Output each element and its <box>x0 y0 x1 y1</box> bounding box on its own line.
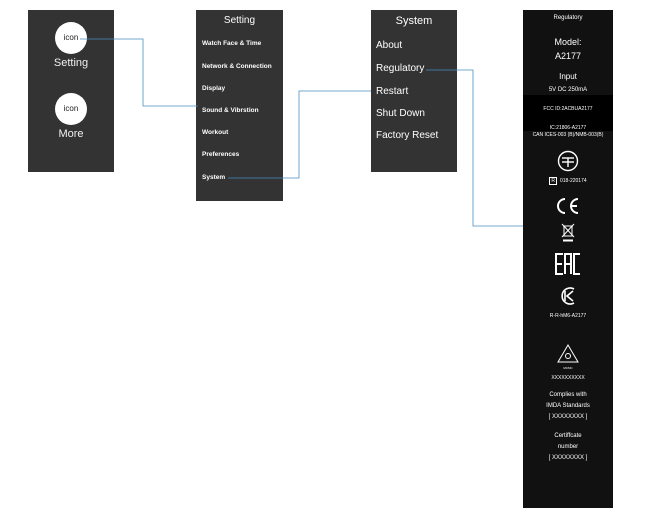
cert-line-3: [ XXXXXXXX ] <box>548 455 588 461</box>
menu-item-display[interactable]: Display <box>202 85 226 92</box>
r-number: 018-220174 <box>559 178 587 184</box>
telec-mark-icon <box>523 150 613 172</box>
imda-line-3: [ XXXXXXXX ] <box>548 414 588 420</box>
menu-item-sound[interactable]: Sound & Vibrstion <box>202 107 259 114</box>
fcc-ic-band <box>523 95 613 131</box>
system-menu-title: System <box>395 15 433 27</box>
menu-item-factory-reset[interactable]: Factory Reset <box>376 130 439 141</box>
app-setting[interactable]: icon Setting <box>28 22 114 69</box>
menu-item-about[interactable]: About <box>376 40 403 51</box>
regulatory-title: Regulatory <box>553 15 583 21</box>
system-menu-panel: System About Regulatory Restart Shut Dow… <box>371 10 457 172</box>
setting-app-label: Setting <box>53 57 89 69</box>
ic-line-2: CAN ICES-003 (B)/NMB-003(B) <box>532 132 604 138</box>
ce-mark-icon <box>523 197 613 215</box>
input-label: Input <box>559 72 577 81</box>
xxx-line: XXXXXXXXXX <box>551 375 585 381</box>
kc-id: R-R-hM6-A2177 <box>549 313 587 319</box>
ic-line-1: IC:21806-A2177 <box>549 125 587 131</box>
setting-app-icon[interactable]: icon <box>55 22 87 54</box>
menu-item-shut-down[interactable]: Shut Down <box>376 108 425 119</box>
connector-setting-to-menu <box>80 38 198 107</box>
input-value: 5V DC 250mA <box>548 87 588 93</box>
more-app-icon[interactable]: icon <box>55 93 87 125</box>
r-mark-icon: R <box>549 177 557 185</box>
model-value: A2177 <box>554 51 582 61</box>
kc-mark-icon <box>523 286 613 306</box>
setting-menu-panel: Setting Watch Face & Time Network & Conn… <box>196 10 283 201</box>
menu-item-network[interactable]: Network & Connection <box>202 63 272 70</box>
mcmc-logo-icon <box>523 344 613 366</box>
app-more[interactable]: icon More <box>28 93 114 140</box>
cert-line-2: number <box>557 444 579 450</box>
weee-bin-icon <box>523 223 613 243</box>
launcher-panel: icon Setting icon More <box>28 10 114 172</box>
setting-menu-title: Setting <box>223 15 256 26</box>
model-label: Model: <box>554 37 582 47</box>
mcmc-label: MCMC <box>563 366 573 370</box>
imda-line-2: IMDA Standards <box>546 403 590 409</box>
menu-item-preferences[interactable]: Preferences <box>202 151 240 158</box>
more-app-label: More <box>58 128 84 140</box>
fcc-id: FCC ID:2ACBUA2177 <box>543 106 593 112</box>
imda-line-1: Complies with <box>549 392 587 398</box>
r-mark-row: R 018-220174 <box>523 177 613 185</box>
connector-regulatory-to-screen <box>426 69 523 227</box>
menu-item-workout[interactable]: Workout <box>202 129 229 136</box>
menu-item-regulatory[interactable]: Regulatory <box>376 63 425 74</box>
connector-system-to-systemmenu <box>228 90 371 179</box>
eac-mark-icon <box>523 253 613 275</box>
menu-item-watch-face[interactable]: Watch Face & Time <box>202 40 262 47</box>
regulatory-panel: Regulatory Model: A2177 Input 5V DC 250m… <box>523 10 613 508</box>
menu-item-system[interactable]: System <box>202 174 226 181</box>
cert-line-1: Certiffcate <box>554 433 582 439</box>
menu-item-restart[interactable]: Restart <box>376 86 409 97</box>
